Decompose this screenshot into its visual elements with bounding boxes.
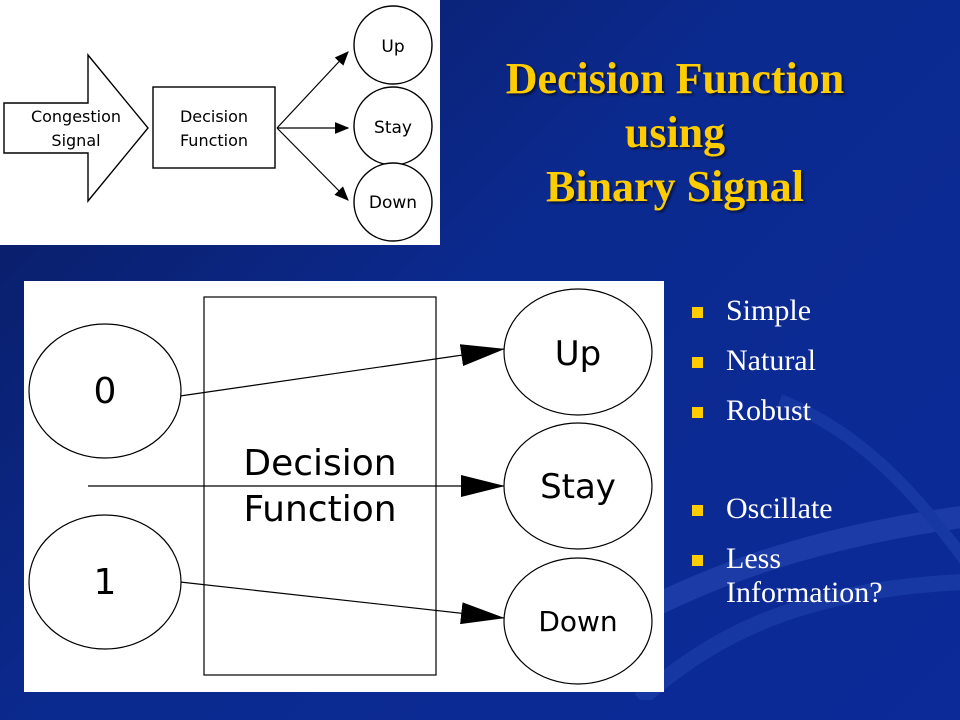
- top-decision-box: [152, 86, 276, 169]
- main-box-label-2: Function: [243, 489, 396, 530]
- title-line-2: using: [624, 108, 726, 157]
- input-0-circle: [28, 323, 182, 459]
- slide-title: Decision Function using Binary Signal: [440, 52, 910, 214]
- main-arrow-down: [179, 581, 505, 625]
- top-arrow-up: [276, 51, 349, 129]
- top-arrow-down: [276, 127, 349, 201]
- top-output-down: Down: [369, 193, 417, 213]
- top-up-circle: [353, 5, 433, 85]
- top-input-label-1: Congestion: [31, 107, 121, 126]
- top-diagram-panel: Congestion Signal Decision Function Up S…: [0, 0, 440, 245]
- output-up-label: Up: [555, 334, 601, 374]
- output-stay-label: Stay: [540, 467, 616, 507]
- top-box-label-1: Decision: [180, 107, 248, 126]
- output-stay-circle: [503, 422, 653, 550]
- main-box-label-1: Decision: [243, 443, 396, 484]
- bullet-text: Less: [726, 542, 781, 575]
- top-input-label-2: Signal: [51, 131, 100, 150]
- bullet-square-icon: [692, 407, 703, 418]
- bullet-text: Simple: [726, 294, 812, 327]
- input-0-label: 0: [94, 371, 117, 412]
- bullet-square-icon: [692, 555, 703, 566]
- top-diagram: Congestion Signal Decision Function Up S…: [3, 5, 433, 242]
- top-output-up: Up: [381, 37, 404, 57]
- input-1-label: 1: [94, 562, 117, 603]
- output-down-label: Down: [538, 605, 617, 638]
- main-diagram: Decision Function 0 1 Up Stay Down: [28, 288, 653, 685]
- main-diagram-panel: Decision Function 0 1 Up Stay Down: [24, 281, 664, 692]
- top-output-stay: Stay: [374, 118, 412, 138]
- input-1-circle: [28, 514, 182, 650]
- congestion-arrow-shape: [3, 53, 149, 203]
- title-line-3: Binary Signal: [546, 162, 804, 211]
- top-down-circle: [353, 162, 433, 242]
- top-box-label-2: Function: [180, 131, 248, 150]
- bullet-square-icon: [692, 307, 703, 318]
- bullet-square-icon: [692, 357, 703, 368]
- bullet-text: Natural: [726, 344, 816, 377]
- bullet-square-icon: [692, 505, 703, 516]
- bullet-text: Information?: [726, 576, 883, 609]
- output-down-circle: [503, 557, 653, 685]
- output-up-circle: [503, 288, 653, 416]
- title-line-1: Decision Function: [505, 54, 845, 103]
- main-arrow-up: [179, 344, 505, 397]
- bullet-text: Robust: [726, 394, 812, 427]
- bullet-text: Oscillate: [726, 492, 833, 525]
